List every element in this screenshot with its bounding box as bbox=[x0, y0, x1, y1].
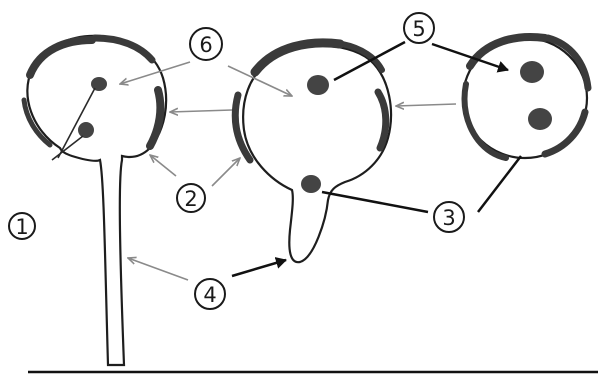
nucleus-upper-round bbox=[520, 61, 544, 83]
callout-2: 2 bbox=[176, 183, 206, 213]
pollen-grain-emerging-tube bbox=[231, 38, 393, 264]
svg-text:6: 6 bbox=[199, 33, 212, 57]
svg-text:2: 2 bbox=[184, 187, 197, 211]
callout-6: 6 bbox=[189, 27, 223, 61]
svg-text:5: 5 bbox=[412, 17, 425, 41]
svg-text:3: 3 bbox=[442, 206, 455, 230]
pollen-grain-with-long-tube bbox=[21, 34, 168, 367]
nucleus-top bbox=[307, 75, 329, 95]
annotation-arrows bbox=[120, 40, 522, 281]
nucleus-upper bbox=[91, 77, 107, 91]
nucleus-lower bbox=[78, 122, 94, 138]
callout-3: 3 bbox=[433, 201, 465, 233]
callout-4: 4 bbox=[194, 278, 226, 310]
svg-text:1: 1 bbox=[15, 215, 28, 239]
callout-5: 5 bbox=[403, 12, 435, 44]
svg-text:4: 4 bbox=[203, 283, 216, 307]
pollen-grain-round bbox=[461, 33, 592, 161]
nucleus-lower-round bbox=[528, 108, 552, 130]
nucleus-bottom bbox=[301, 175, 321, 193]
callout-1: 1 bbox=[8, 212, 36, 240]
